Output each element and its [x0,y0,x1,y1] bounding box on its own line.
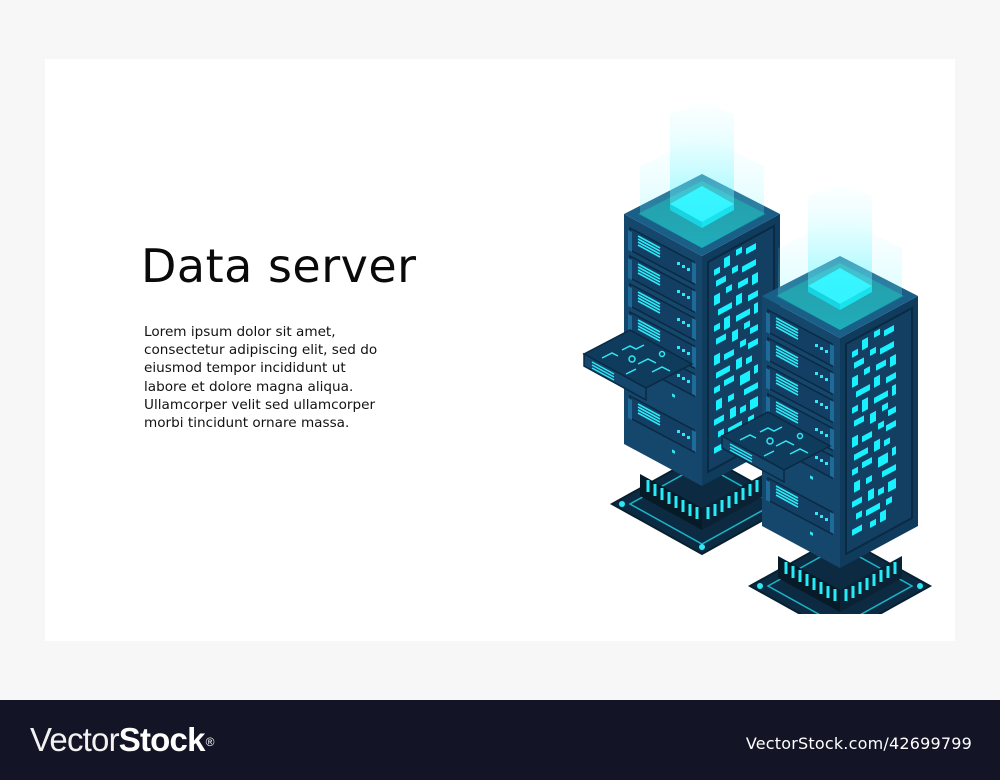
page-title: Data server [141,239,417,293]
description-text: Lorem ipsum dolor sit amet, consectetur … [144,324,378,432]
vectorstock-logo[interactable]: VectorStock® [30,721,215,758]
server-racks-illustration [530,94,950,614]
footer-bar: VectorStock® VectorStock.com/42699799 [0,700,1000,780]
content-card: Data server Lorem ipsum dolor sit amet, … [45,59,955,641]
server-rack-back [584,102,792,554]
asset-url[interactable]: VectorStock.com/42699799 [745,734,972,753]
registered-mark-icon: ® [205,735,215,749]
